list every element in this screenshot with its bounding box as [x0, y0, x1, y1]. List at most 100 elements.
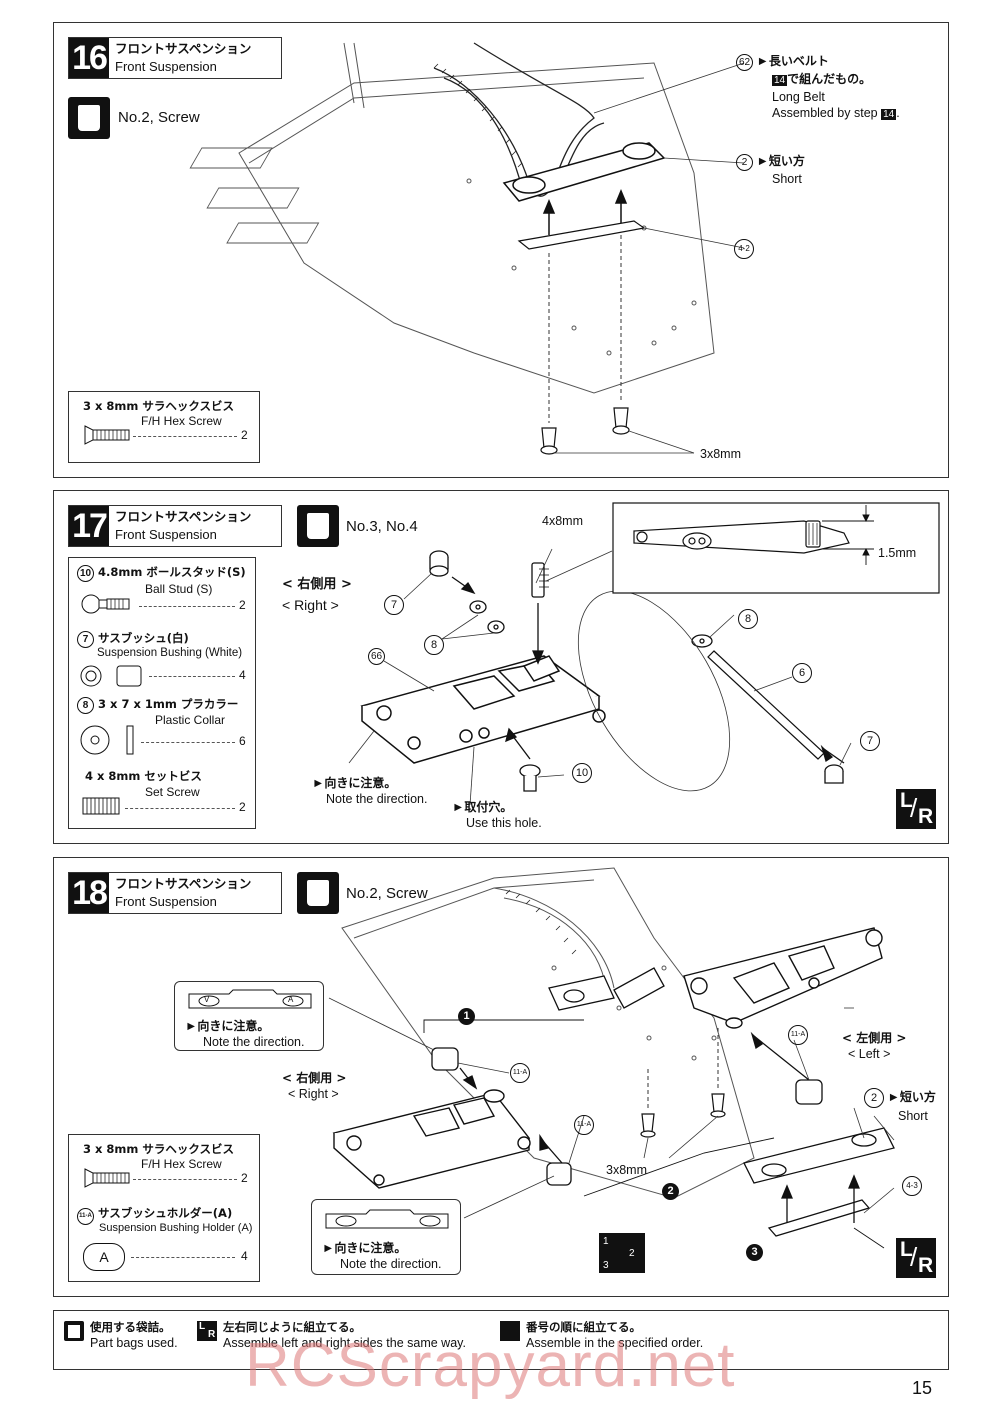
hex-screw-icon — [84, 1168, 130, 1188]
part-qty: 2 — [241, 1171, 248, 1185]
part-number-10: 10 — [77, 565, 94, 582]
bag-label: No.3, No.4 — [346, 518, 418, 535]
part-number-11a: 11-A — [574, 1115, 594, 1135]
part-bag-icon — [297, 505, 339, 547]
note-en: Note the direction. — [340, 1257, 442, 1271]
lr-l: L — [900, 789, 913, 812]
a-mark: A — [288, 995, 294, 1004]
hex-screw-icon — [84, 425, 130, 445]
step-16-panel: 16 フロントサスペンション Front Suspension No.2, Sc… — [53, 22, 949, 478]
step-ref-14-en: 14 — [881, 109, 897, 120]
holder-jp: サスブッシュホルダー(A) — [98, 1206, 233, 1220]
holder-shape-icon — [188, 989, 312, 1009]
belt-label-en2: Assembled by step — [772, 106, 878, 120]
qty-leader — [133, 436, 237, 437]
note-jp: 向きに注意。 — [197, 1019, 270, 1033]
parts-list-box: 10 4.8mm ボールスタッド(S) Ball Stud (S) 2 7 サス… — [68, 557, 256, 829]
step-17-diagram — [348, 502, 940, 806]
set-screw-icon — [82, 797, 120, 815]
step-title-en: Front Suspension — [115, 59, 217, 74]
holder-a-icon: A — [83, 1243, 125, 1271]
callout-6: 6 — [792, 663, 812, 683]
part-number-66: 66 — [368, 648, 385, 665]
legend-bag-icon — [64, 1321, 84, 1341]
left-side-label: < 左側用 > < Left > — [842, 1030, 906, 1062]
part-name-jp: 4 x 8mm セットビス — [85, 769, 202, 783]
step-17-panel: 17 フロントサスペンション Front Suspension No.3, No… — [53, 490, 949, 844]
left-right-icon: L / R — [896, 789, 936, 829]
left-right-icon: L / R — [896, 1238, 936, 1278]
part-name-en: F/H Hex Screw — [141, 414, 222, 428]
part-name-jp: 11-A サスブッシュホルダー(A) — [77, 1205, 232, 1225]
part-name-jp: 10 4.8mm ボールスタッド(S) — [77, 564, 246, 582]
callout-note: ►向きに注意。Note the direction. — [185, 1019, 305, 1049]
short-label-jp: 短い方 — [899, 1090, 936, 1104]
watermark-text: RCScrapyard.net — [245, 1331, 736, 1400]
step-17-header: 17 フロントサスペンション Front Suspension — [68, 505, 282, 547]
part-qty: 2 — [239, 598, 246, 612]
part-number-62: 62 — [736, 54, 753, 71]
part-name-jp: 3 x 8mm サラヘックスビス — [83, 1142, 235, 1156]
callout-8a: 8 — [424, 635, 444, 655]
short-label-en: Short — [772, 172, 802, 186]
part-bag-icon — [297, 872, 339, 914]
left-label-jp: < 左側用 > — [842, 1031, 907, 1045]
right-label-en: < Right > — [288, 1087, 339, 1101]
legend-jp: 使用する袋詰。 — [90, 1320, 171, 1334]
callout-10: 10 — [572, 763, 592, 783]
bushing-jp: サスブッシュ(白) — [98, 631, 189, 645]
holder-a-letter: A — [99, 1249, 109, 1265]
holder-shape-icon — [325, 1209, 449, 1229]
step-title-jp: フロントサスペンション — [115, 41, 252, 56]
hole-jp: 取付穴。 — [464, 800, 513, 814]
part-qty: 6 — [239, 734, 246, 748]
note-en: Note the direction. — [203, 1035, 305, 1049]
direction-note: ►向きに注意。Note the direction. — [312, 776, 428, 806]
screw-size-label: 3x8mm — [700, 447, 741, 461]
callout-7b: 7 — [860, 731, 880, 751]
order-step-1: 1 — [458, 1008, 475, 1025]
qty-leader — [133, 1179, 237, 1180]
hole-note: ►取付穴。Use this hole. — [452, 800, 542, 830]
part-name-en: Ball Stud (S) — [145, 582, 213, 596]
step-16-header: 16 フロントサスペンション Front Suspension — [68, 37, 282, 79]
step-title-jp: フロントサスペンション — [115, 509, 252, 524]
part-number-8: 8 — [77, 697, 94, 714]
part-name-en: Suspension Bushing Holder (A) — [99, 1222, 253, 1234]
part-name-en: Set Screw — [145, 785, 200, 799]
step-ref-14: 14 — [772, 75, 788, 86]
part-bag-icon — [68, 97, 110, 139]
step-title-jp: フロントサスペンション — [115, 876, 252, 891]
page-number: 15 — [912, 1378, 933, 1398]
part-number-2: 2 — [864, 1088, 884, 1108]
screw-size-label: 3x8mm — [606, 1163, 647, 1177]
part-name-en: Suspension Bushing (White) — [97, 647, 243, 659]
legend-en: Assemble left and right sides the same w… — [223, 1336, 466, 1350]
right-label-jp: < 右側用 > — [282, 1071, 347, 1085]
legend-item-lr: 左右同じように組立てる。Assemble left and right side… — [223, 1319, 466, 1351]
left-label-en: < Left > — [848, 1047, 891, 1061]
legend-item-order: 番号の順に組立てる。Assemble in the specified orde… — [526, 1319, 703, 1351]
belt-label-jp2: で組んだもの。 — [787, 72, 872, 86]
collar-jp: 3 x 7 x 1mm プラカラー — [98, 697, 239, 711]
part-name-jp: 7 サスブッシュ(白) — [77, 630, 189, 648]
lr-l: L — [900, 1238, 913, 1261]
callout-11a-3: 11-A — [788, 1024, 808, 1045]
part-number-11a: 11-A — [77, 1208, 94, 1225]
ball-stud-icon — [81, 594, 130, 614]
part-number-11a: 11-A — [788, 1025, 808, 1045]
step-number: 18 — [69, 873, 109, 913]
part-name-jp: 3 x 8mm サラヘックスビス — [83, 399, 235, 413]
qty-leader — [149, 676, 235, 677]
order-step-3: 3 — [746, 1244, 763, 1261]
legend-order-icon — [500, 1321, 520, 1341]
part-number-7: 7 — [860, 731, 880, 751]
part-qty: 2 — [241, 428, 248, 442]
step-title-en: Front Suspension — [115, 894, 217, 909]
callout-11a-2: 11-A — [574, 1114, 594, 1135]
callout-4-3: 4-3 — [902, 1176, 922, 1196]
order-icon: 1 2 3 — [603, 1236, 635, 1272]
part-name-en: Plastic Collar — [155, 713, 226, 727]
